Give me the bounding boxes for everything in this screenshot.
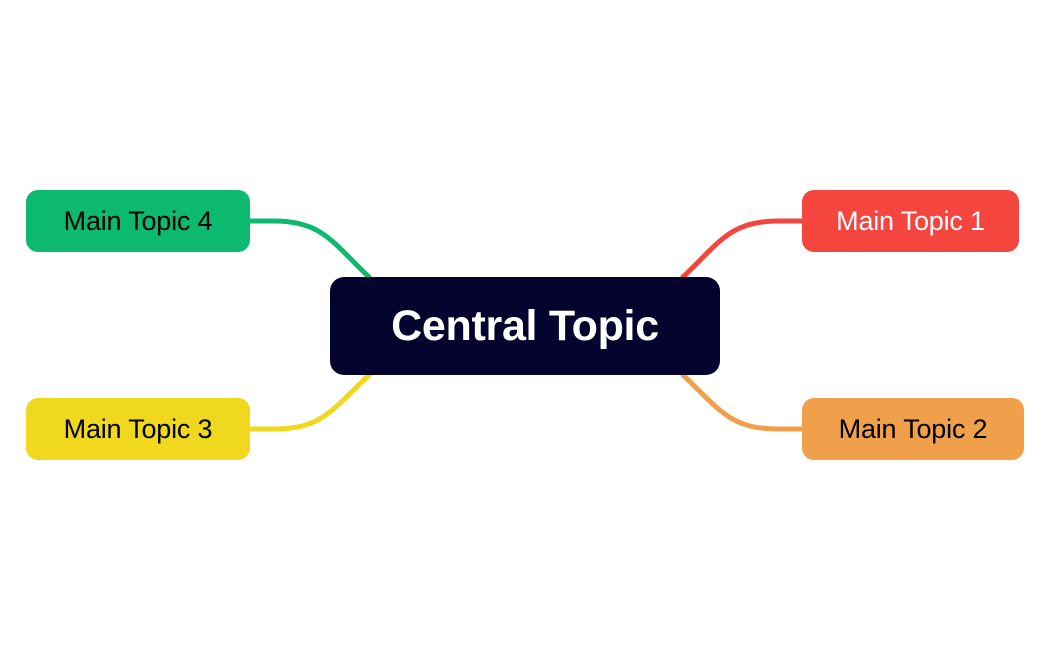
- mindmap-node-topic-1[interactable]: Main Topic 1: [802, 190, 1019, 252]
- mindmap-node-central[interactable]: Central Topic: [330, 277, 720, 375]
- mindmap-node-topic-2[interactable]: Main Topic 2: [802, 398, 1024, 460]
- mindmap-node-topic-4[interactable]: Main Topic 4: [26, 190, 250, 252]
- node-label-topic-1: Main Topic 1: [836, 205, 985, 236]
- mindmap-node-topic-3[interactable]: Main Topic 3: [26, 398, 250, 460]
- connector-topic-2: [680, 372, 805, 432]
- connector-topic-3: [247, 372, 372, 432]
- connector-topic-1: [680, 218, 805, 280]
- node-label-topic-2: Main Topic 2: [838, 413, 988, 444]
- node-label-topic-3: Main Topic 3: [63, 413, 213, 444]
- node-label-central: Central Topic: [391, 301, 659, 350]
- node-label-topic-4: Main Topic 4: [63, 205, 213, 236]
- connector-topic-4: [247, 218, 372, 280]
